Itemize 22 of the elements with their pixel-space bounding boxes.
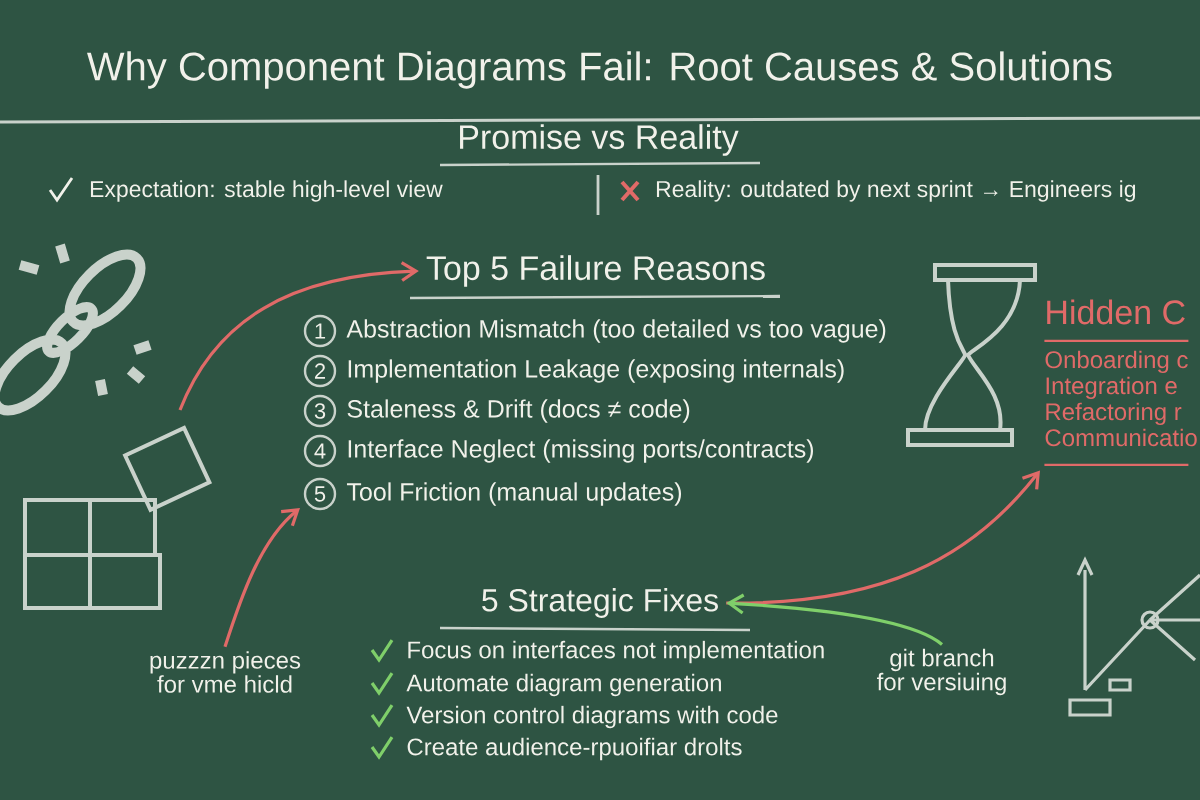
fix-item: Focus on interfaces not implementation <box>408 640 824 664</box>
list-item: Tool Friction (manual updates) <box>346 482 682 506</box>
note-text: puzzzn pieces for vme hicld <box>150 651 301 693</box>
fix-item: Create audience-rpuoifiar drolts <box>407 737 742 761</box>
arrow <box>726 593 943 646</box>
list-item: Staleness & Drift (docs ≠ code) <box>347 399 690 423</box>
list-item: Abstraction Mismatch (too detailed vs too vague) <box>346 319 886 343</box>
subtitle: Promise vs Reality <box>460 124 739 156</box>
title: Why Component Diagrams Fail: Root Causes & Solutions <box>87 51 1112 89</box>
fix-item: Automate diagram generation <box>406 673 721 697</box>
fix-item: Version control diagrams with code <box>406 705 778 729</box>
arrow <box>726 470 1040 605</box>
list-item: Interface Neglect (missing ports/contracts) <box>348 439 814 463</box>
section-heading: Top 5 Failure Reasons <box>426 255 765 287</box>
cost-list: Hidden C Onboarding c Integration e Refactoring r Communicatio <box>1044 299 1197 467</box>
section-heading: 5 Strategic Fixes <box>482 588 718 618</box>
arrow <box>178 261 419 411</box>
expectation-text: Expectation: stable high-level view <box>90 180 443 202</box>
list-item: Implementation Leakage (exposing internals) <box>348 359 844 383</box>
note-text: git branch for versiuing <box>877 648 1006 696</box>
arrow <box>223 508 300 648</box>
reality-text: Reality: outdated by next sprint → Engineers ig <box>656 180 1136 202</box>
